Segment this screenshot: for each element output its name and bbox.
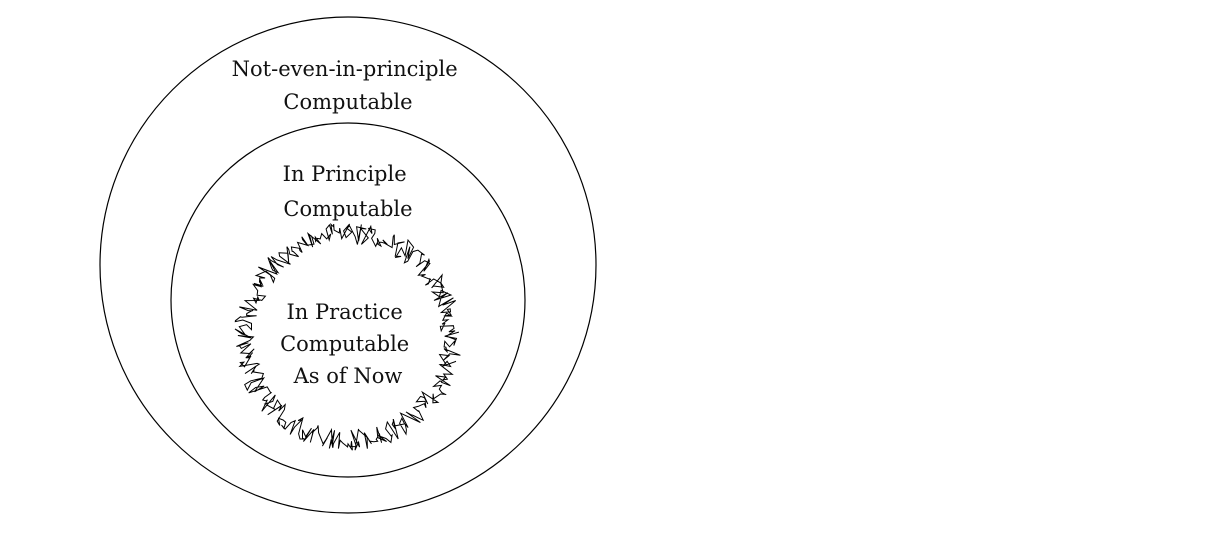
inner-label-line-1: In Practice xyxy=(287,300,403,324)
outer-region-label: Not-even-in-principle Computable xyxy=(232,57,465,114)
middle-label-line-1: In Principle xyxy=(283,162,407,186)
outer-label-line-2: Computable xyxy=(283,90,412,114)
inner-label-line-3: As of Now xyxy=(293,364,403,388)
inner-jagged-boundary xyxy=(234,222,461,451)
outer-circle xyxy=(99,16,597,514)
outer-label-line-1: Not-even-in-principle xyxy=(232,57,458,81)
middle-region-label: In Principle Computable xyxy=(283,162,414,221)
inner-label-line-2: Computable xyxy=(280,332,409,356)
middle-circle xyxy=(170,122,526,478)
inner-region-label: In Practice Computable As of Now xyxy=(280,300,416,388)
middle-label-line-2: Computable xyxy=(283,197,412,221)
